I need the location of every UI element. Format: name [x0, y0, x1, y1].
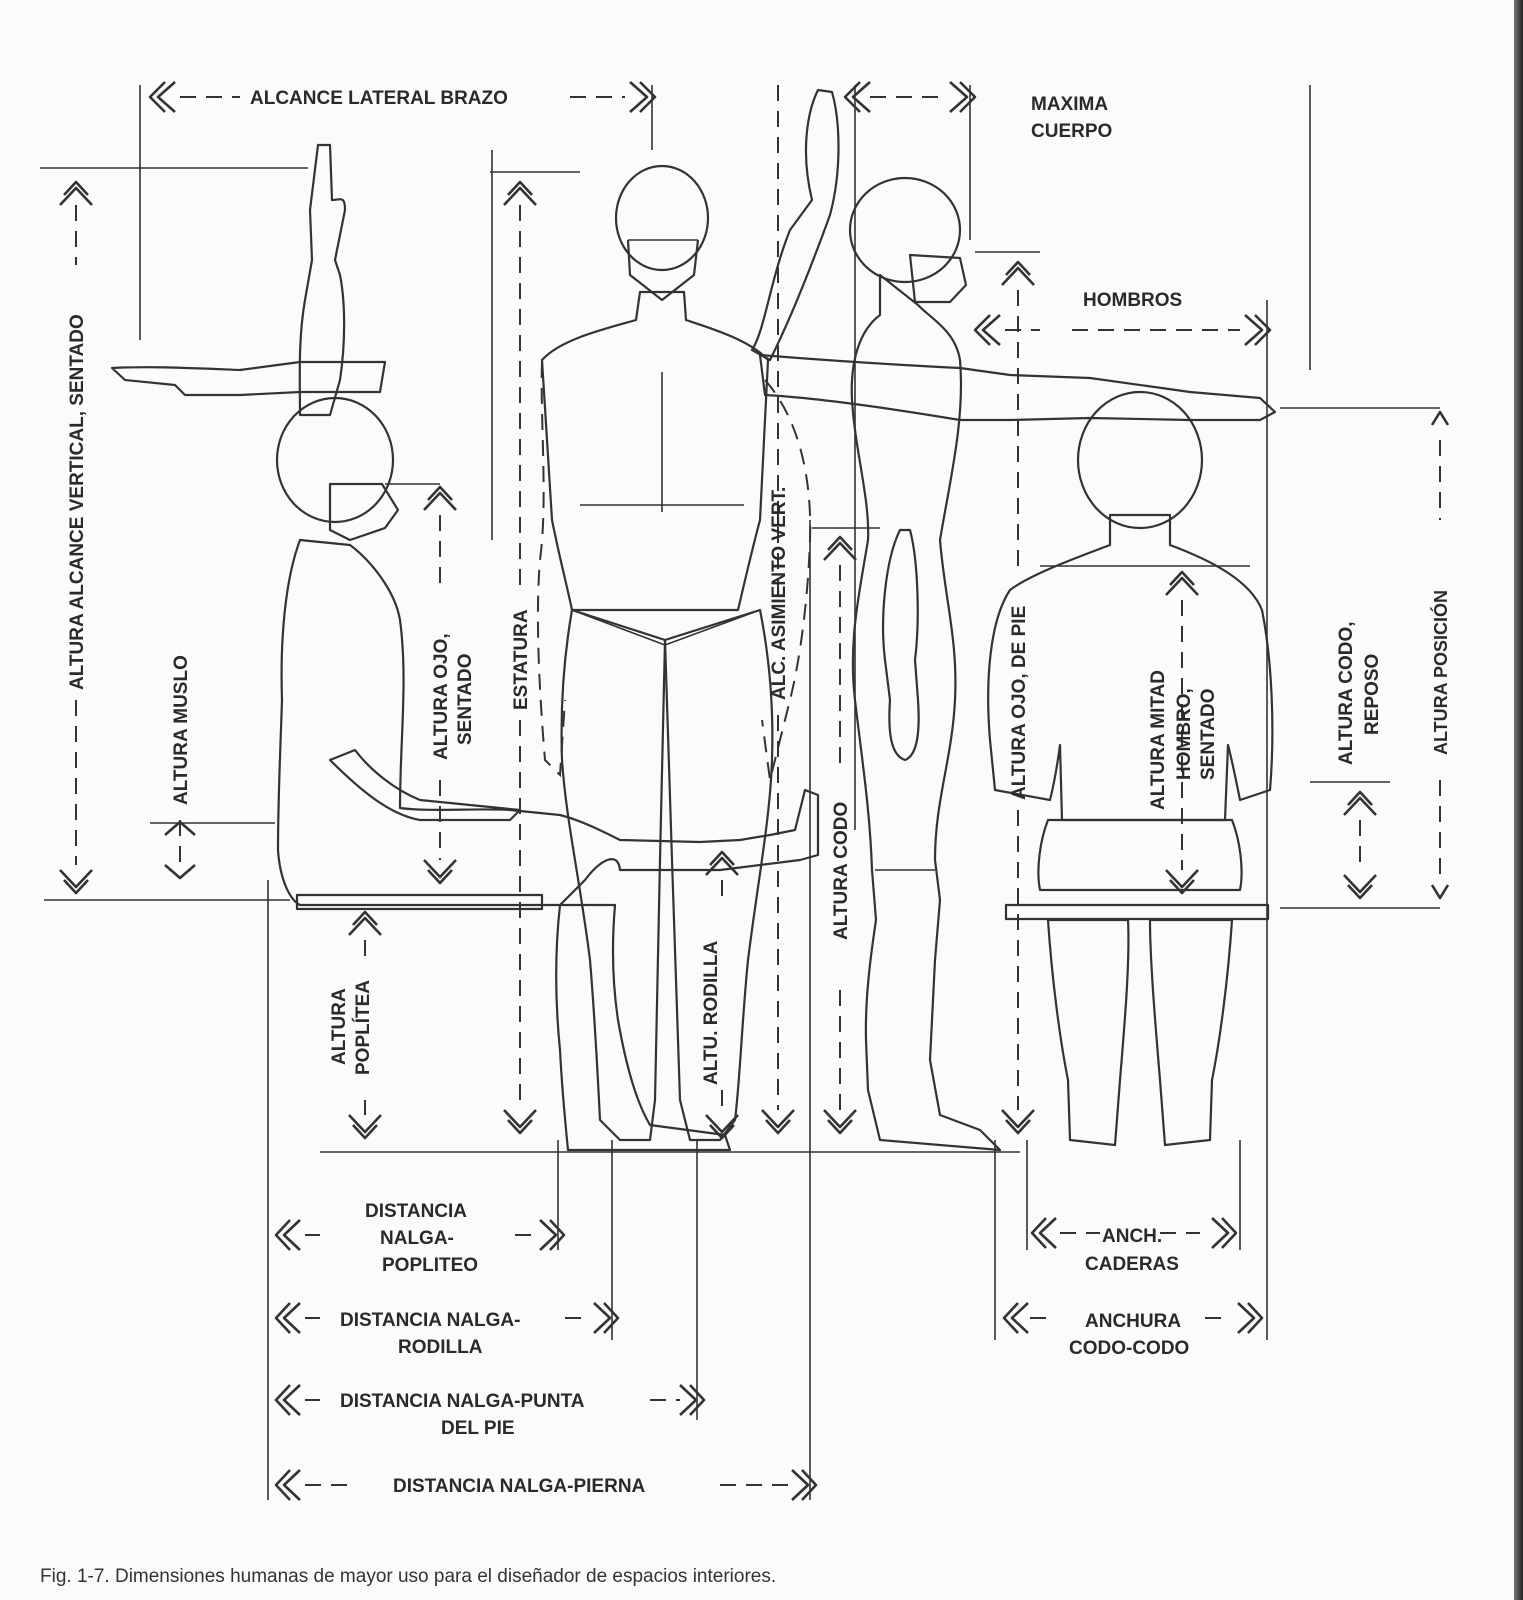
labels: ALCANCE LATERAL BRAZO MAXIMA CUERPO HOMB…: [67, 88, 1451, 1497]
label-distancia-nalga-popliteo-1: DISTANCIA: [365, 1201, 467, 1222]
anthropometric-diagram: ALCANCE LATERAL BRAZO MAXIMA CUERPO HOMB…: [40, 81, 1451, 1501]
seated-side-figure: [110, 143, 820, 1152]
label-hombro: HOMBRO,: [1174, 688, 1195, 780]
label-altura-posicion: ALTURA POSICIÓN: [1430, 590, 1451, 755]
label-sentado-hombro: SENTADO: [1198, 689, 1219, 780]
label-altura-ojo: ALTURA OJO,: [431, 633, 452, 760]
label-altura-alcance-vertical-sentado: ALTURA ALCANCE VERTICAL, SENTADO: [67, 314, 88, 690]
label-poplitea: POPLÍTEA: [352, 980, 374, 1075]
label-altu-rodilla: ALTU. RODILLA: [701, 940, 722, 1085]
label-altura-muslo: ALTURA MUSLO: [171, 655, 192, 805]
label-alc-asimiento-vert: ALC. ASIMIENTO VERT.: [769, 487, 790, 700]
label-estatura: ESTATURA: [511, 609, 532, 710]
label-altura-ojo-de-pie: ALTURA OJO, DE PIE: [1009, 606, 1030, 800]
label-altura-poplitea: ALTURA: [329, 988, 350, 1065]
label-hombros: HOMBROS: [1083, 290, 1182, 311]
label-cuerpo: CUERPO: [1031, 121, 1112, 142]
page-edge: [1514, 0, 1523, 1600]
label-anchura-codo-1: ANCHURA: [1085, 1311, 1181, 1332]
label-reposo: REPOSO: [1362, 654, 1383, 735]
figure-caption: Fig. 1-7. Dimensiones humanas de mayor u…: [40, 1566, 777, 1587]
reference-lines: [40, 85, 1440, 1500]
standing-side-figure: [848, 176, 1002, 1152]
label-distancia-nalga-punta-1: DISTANCIA NALGA-PUNTA: [340, 1391, 585, 1412]
label-anch-caderas-1: ANCH.: [1102, 1226, 1162, 1247]
label-alcance-lateral-brazo: ALCANCE LATERAL BRAZO: [250, 88, 508, 109]
label-distancia-nalga-punta-2: DEL PIE: [441, 1418, 515, 1439]
seated-back-figure: [987, 390, 1274, 1147]
label-maxima: MAXIMA: [1031, 94, 1108, 115]
label-altura-codo: ALTURA CODO: [831, 802, 852, 940]
label-distancia-nalga-rodilla-1: DISTANCIA NALGA-: [340, 1310, 520, 1331]
label-anchura-codo-2: CODO-CODO: [1069, 1338, 1189, 1359]
label-sentado-ojo: SENTADO: [455, 654, 476, 745]
label-distancia-nalga-pierna: DISTANCIA NALGA-PIERNA: [393, 1476, 646, 1497]
label-altura-codo-reposo: ALTURA CODO,: [1336, 621, 1357, 765]
label-distancia-nalga-rodilla-2: RODILLA: [398, 1337, 483, 1358]
label-distancia-nalga-popliteo-3: POPLITEO: [382, 1255, 478, 1276]
dimension-lines: [75, 85, 1441, 1486]
arrowheads: [59, 81, 1450, 1501]
label-anch-caderas-2: CADERAS: [1085, 1254, 1179, 1275]
label-altura-mitad: ALTURA MITAD: [1148, 670, 1169, 810]
label-distancia-nalga-popliteo-2: NALGA-: [380, 1228, 454, 1249]
standing-front-figure: [536, 88, 1277, 1142]
